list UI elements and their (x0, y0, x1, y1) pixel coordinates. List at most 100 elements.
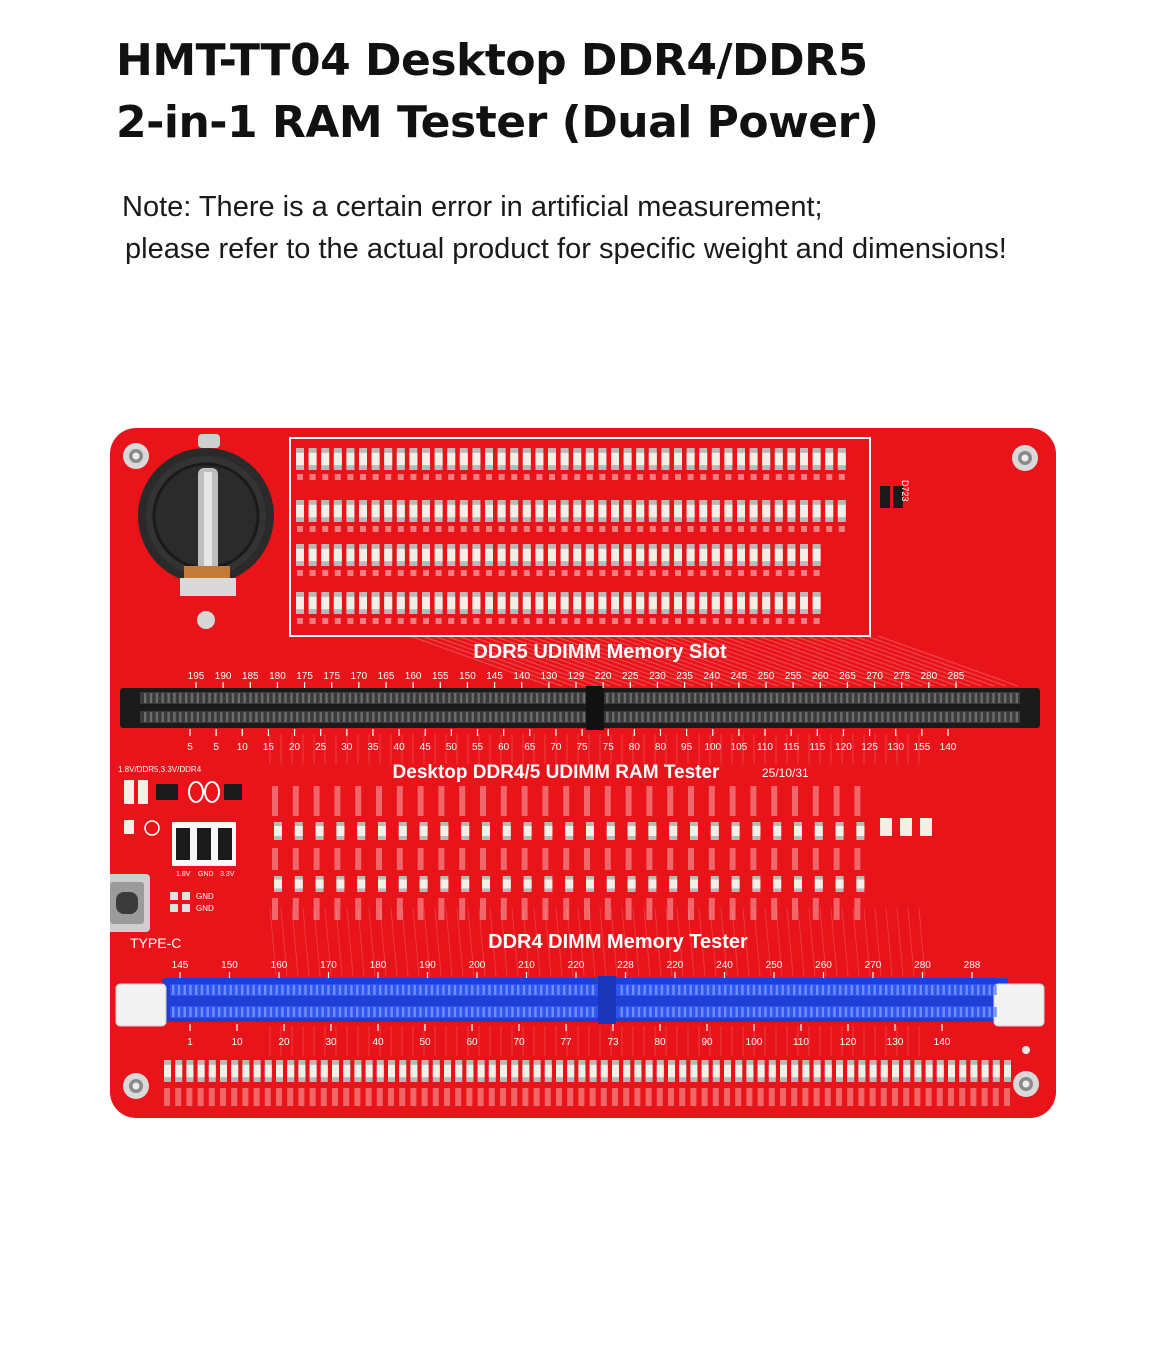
tick-label: 240 (703, 671, 720, 682)
smd-resistor (359, 448, 367, 470)
smd-resistor (762, 448, 771, 470)
smd-resistor (914, 1060, 922, 1082)
smd-resistor (749, 592, 758, 614)
smd-resistor (419, 822, 428, 840)
tick-label: 60 (466, 1037, 478, 1048)
tick-label: 175 (296, 671, 313, 682)
tick-label: 50 (446, 742, 458, 753)
tick-label: 250 (758, 671, 775, 682)
tick-label: 80 (655, 742, 667, 753)
smd-resistor (699, 448, 708, 470)
smd-resistor (333, 592, 342, 614)
smd-resistor (787, 448, 796, 470)
smd-resistor (388, 1060, 395, 1082)
smd-resistor (186, 1060, 194, 1082)
smd-resistor (461, 876, 470, 892)
smd-resistor (835, 822, 844, 840)
smd-resistor (573, 544, 582, 566)
smd-resistor (485, 544, 493, 566)
smd-resistor (409, 500, 418, 522)
smd-resistor (365, 1060, 373, 1082)
pcb-traces (269, 635, 1019, 1056)
mounting-hole-icon (123, 1073, 149, 1099)
smd-resistor (606, 822, 615, 840)
tick-label: 220 (568, 960, 585, 971)
smd-resistor (409, 448, 418, 470)
tick-label: 225 (622, 671, 639, 682)
smd-resistor (384, 500, 393, 522)
tick-label: 280 (921, 671, 938, 682)
smd-resistor (836, 1060, 843, 1082)
smd-resistor (231, 1060, 239, 1082)
smd-resistor (296, 500, 304, 522)
smd-resistor (354, 1060, 362, 1082)
smd-resistor (774, 544, 783, 566)
smd-resistor (482, 876, 490, 892)
smd-resistor (398, 876, 407, 892)
tick-label: 275 (893, 671, 910, 682)
smd-resistor (296, 592, 304, 614)
smd-resistor (699, 592, 708, 614)
smd-resistor (548, 500, 556, 522)
smd-resistor (434, 500, 443, 522)
smd-resistor (746, 1060, 754, 1082)
smd-resistor (679, 1060, 687, 1082)
smd-resistor (432, 1060, 440, 1082)
smd-resistor (497, 592, 506, 614)
smd-resistor (320, 1060, 328, 1082)
smd-resistor (459, 592, 468, 614)
smd-resistor (825, 448, 834, 470)
smd-resistor (510, 448, 519, 470)
label-gnd-b: GND (196, 904, 214, 913)
title-line-1: HMT-TT04 Desktop DDR4/DDR5 (116, 35, 868, 86)
smd-resistor (606, 876, 615, 892)
smd-resistor (936, 1060, 944, 1082)
smd-resistor (787, 592, 796, 614)
smd-resistor (824, 1060, 832, 1082)
tick-label: 180 (269, 671, 286, 682)
tick-label: 10 (237, 742, 249, 753)
smd-resistor (648, 592, 657, 614)
smd-resistor (409, 544, 418, 566)
tick-label: 140 (934, 1037, 951, 1048)
smd-resistor (485, 592, 493, 614)
smd-resistor (724, 1060, 731, 1082)
smd-resistor (752, 822, 761, 840)
smd-resistor (710, 876, 719, 892)
smd-resistor (787, 500, 796, 522)
smd-resistor (510, 592, 519, 614)
smd-resistor (294, 822, 303, 840)
tick-label: 125 (861, 742, 878, 753)
smd-resistor (598, 592, 607, 614)
label-3-3v: 3.3V (220, 871, 235, 878)
tester-title: Desktop DDR4/5 UDIMM RAM Tester (393, 762, 721, 783)
ddr4-smd-row (164, 1060, 1011, 1106)
smd-resistor (298, 1060, 306, 1082)
smd-resistor (674, 544, 682, 566)
smd-resistor (488, 1060, 496, 1082)
smd-resistor (636, 500, 645, 522)
smd-resistor (253, 1060, 261, 1082)
smd-resistor (648, 500, 657, 522)
smd-resistor (522, 1060, 530, 1082)
smd-resistor (510, 500, 519, 522)
smd-resistor (455, 1060, 463, 1082)
smd-resistor (384, 544, 393, 566)
smd-resistor (585, 592, 594, 614)
smd-resistor (332, 1060, 339, 1082)
ddr4-slot-icon (115, 976, 1045, 1027)
smd-resistor (422, 592, 430, 614)
smd-resistor (749, 500, 758, 522)
tick-label: 140 (940, 742, 957, 753)
smd-resistor (800, 592, 808, 614)
tick-label: 150 (459, 671, 476, 682)
smd-resistor (648, 544, 657, 566)
smd-resistor (522, 544, 531, 566)
smd-resistor (274, 876, 282, 892)
mounting-hole-icon (1013, 1071, 1039, 1097)
smd-cluster (880, 486, 903, 508)
smd-resistor (578, 1060, 586, 1082)
smd-resistor (384, 592, 393, 614)
title-line-2: 2-in-1 RAM Tester (Dual Power) (116, 97, 879, 148)
